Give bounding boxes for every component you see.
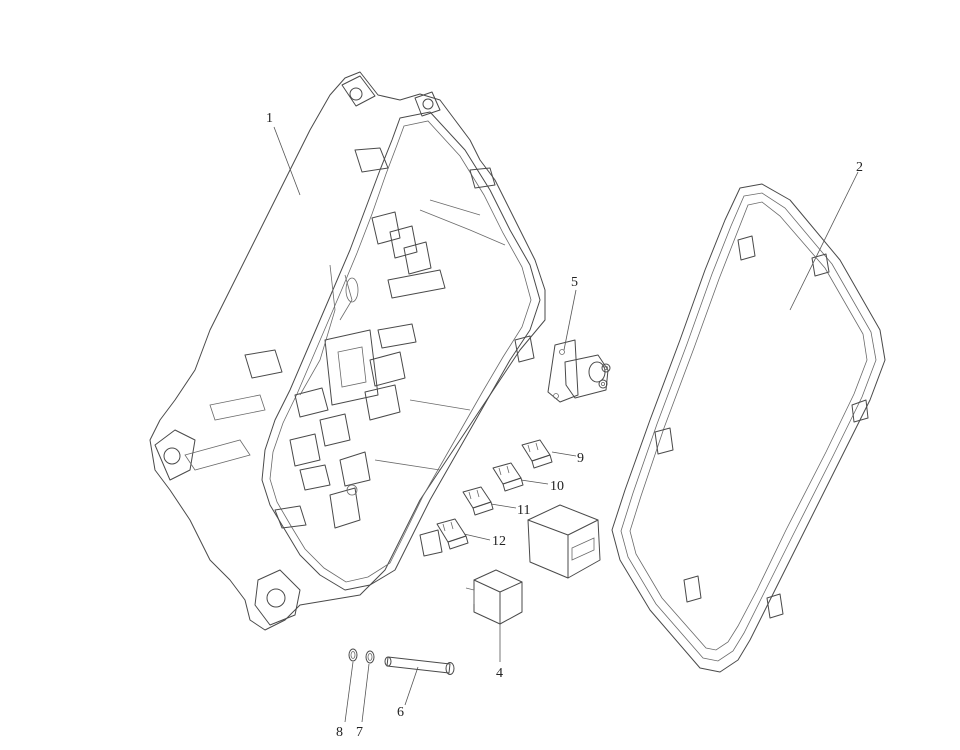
part-11-fuse [462, 486, 494, 516]
callout-2: 2 [856, 160, 863, 175]
part-6-pin [384, 656, 455, 675]
callout-6: 6 [397, 705, 404, 720]
callout-11: 11 [517, 503, 530, 518]
part-1-housing [149, 71, 546, 631]
part-12-fuse [436, 518, 469, 550]
part-8-washer [348, 648, 358, 662]
part-2-cover [611, 183, 886, 673]
part-4-relay [465, 569, 523, 625]
part-10-fuse [492, 462, 524, 492]
large-relay [527, 504, 601, 579]
callout-12: 12 [492, 534, 506, 549]
callout-8: 8 [336, 725, 343, 740]
callout-labels: 1 2 5 9 10 11 12 4 6 7 8 [266, 111, 863, 740]
callout-7: 7 [356, 725, 363, 740]
part-9-fuse [521, 439, 553, 469]
leader-lines [273, 126, 859, 723]
callout-5: 5 [571, 275, 578, 290]
part-5-solenoid [547, 339, 611, 403]
callout-1: 1 [266, 111, 273, 126]
callout-10: 10 [550, 479, 564, 494]
part-7-washer [365, 650, 375, 664]
callout-4: 4 [496, 666, 503, 681]
housing-internal-sockets [289, 199, 506, 529]
callout-9: 9 [577, 451, 584, 466]
